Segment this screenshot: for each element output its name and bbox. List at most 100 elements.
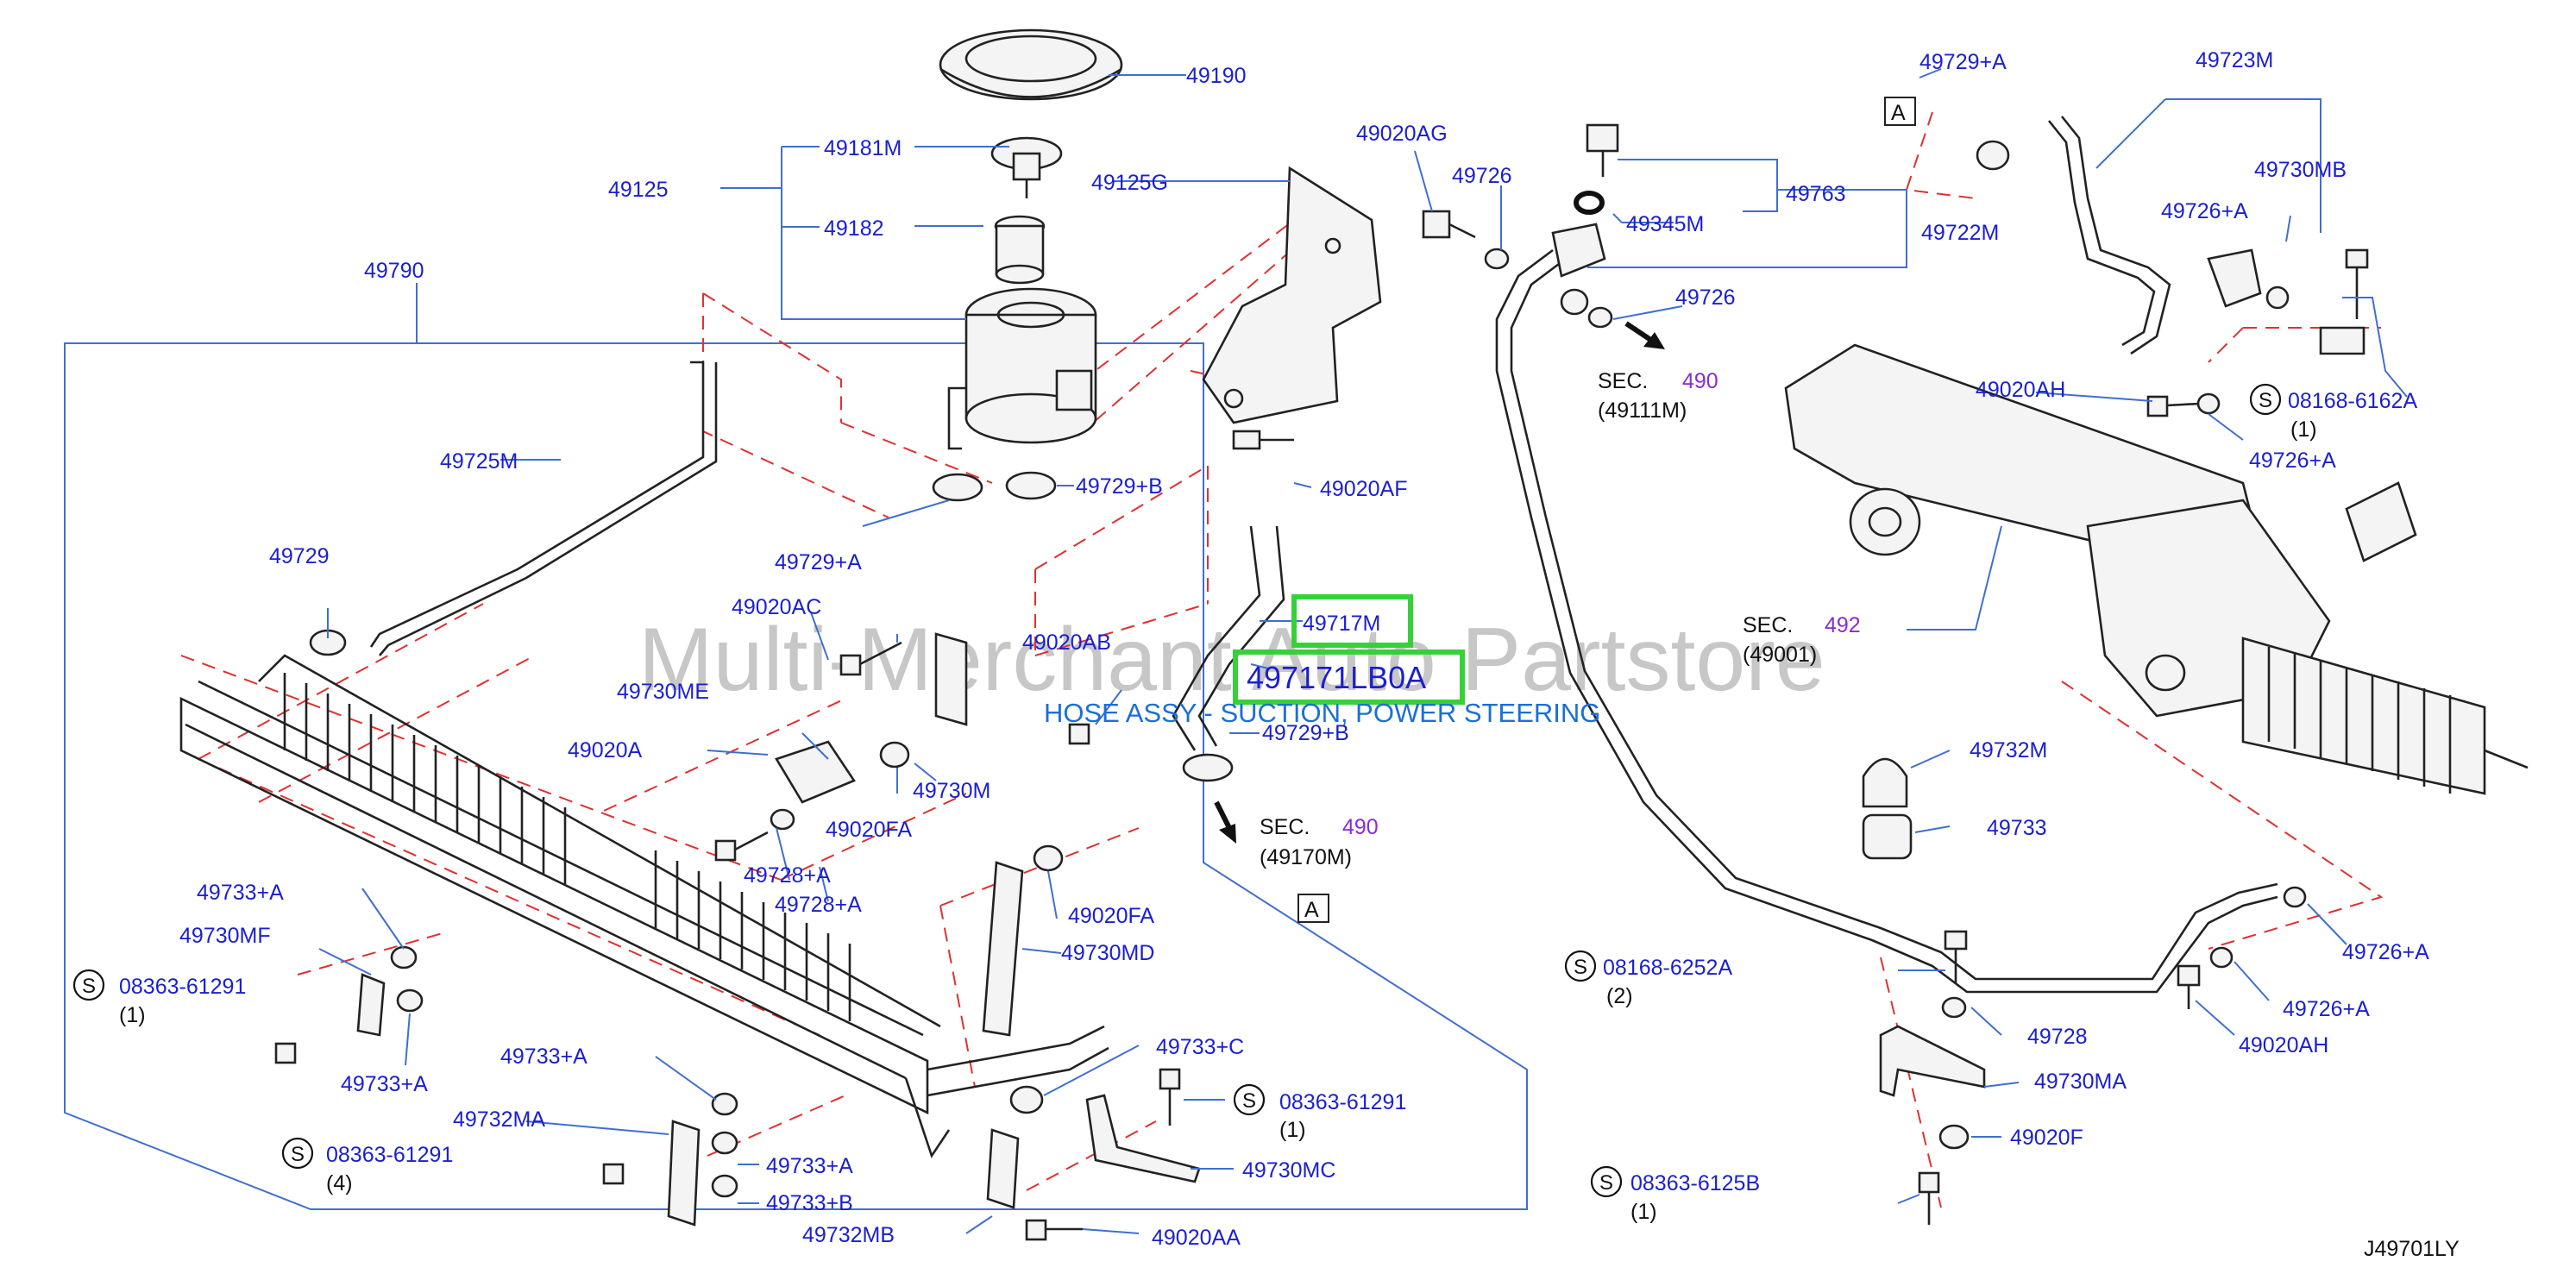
- label-49726pA-a: 49726+A: [2161, 199, 2248, 223]
- label-49726pA-b: 49726+A: [2249, 449, 2336, 473]
- qty-6162A: (1): [2290, 417, 2317, 442]
- grommet-49020FA-a: [879, 741, 910, 769]
- label-49790: 49790: [364, 259, 424, 283]
- label-49733pA-a: 49733+A: [197, 881, 284, 905]
- clamp-49729pA-return: [1976, 140, 2010, 171]
- sec-arrow-3-head: [1219, 824, 1236, 844]
- highlight-box-part-number: [1291, 594, 1413, 648]
- bracket-49730MF: [356, 945, 424, 1037]
- ref-a-upper: A: [1891, 101, 1906, 125]
- label-49730MB: 49730MB: [2254, 158, 2347, 182]
- label-49732M: 49732M: [1970, 738, 2047, 762]
- label-49730MC: 49730MC: [1242, 1158, 1335, 1183]
- label-49020AF: 49020AF: [1320, 477, 1407, 501]
- bolt-49020AB: [1068, 723, 1090, 745]
- ref-box-a-lower: [1297, 894, 1329, 923]
- screw-symbol-6162A: [2249, 383, 2282, 416]
- sec-arrow-1-head: [1643, 332, 1665, 349]
- bolt-49020AH-a: [2146, 395, 2201, 417]
- section-ref-3: SEC. 490 (49170M): [1260, 815, 1379, 869]
- screw-symbol-c-text: S: [291, 1143, 305, 1166]
- bolt-49020AG: [1422, 210, 1476, 239]
- label-08363-6125B: 08363-6125B: [1630, 1171, 1760, 1195]
- hose-49725M: [369, 361, 718, 656]
- fitting-union: [1551, 223, 1606, 316]
- label-49020A: 49020A: [568, 738, 643, 762]
- cooler-enclosure-outline: [64, 342, 1528, 1210]
- label-49729pA-b: 49729+A: [1919, 50, 2007, 74]
- label-49020AC: 49020AC: [732, 595, 821, 619]
- sec3-prefix: SEC.: [1260, 815, 1310, 839]
- label-49726pA-c: 49726+A: [2342, 940, 2429, 964]
- bolt-08363-6125B: [1918, 1171, 1940, 1225]
- label-49730ME: 49730ME: [617, 680, 709, 704]
- label-49020AB: 49020AB: [1022, 631, 1111, 655]
- qty-6125B: (1): [1630, 1200, 1657, 1224]
- sec1-ref: (49111M): [1598, 398, 1687, 423]
- label-49726-a: 49726: [1452, 164, 1512, 188]
- part-labels: 49190 49181M 49125 49182 49125G 49790 49…: [119, 48, 2429, 1250]
- bolt-49020A: [714, 831, 769, 862]
- label-49733pC: 49733+C: [1156, 1035, 1244, 1059]
- label-49020AH-a: 49020AH: [1976, 378, 2065, 402]
- label-49733pA-b: 49733+A: [341, 1072, 428, 1096]
- label-08363-61291-c: 08363-61291: [326, 1143, 453, 1167]
- bracket-49730M: [934, 632, 968, 726]
- clamp-49729pB-upper: [1005, 471, 1057, 500]
- hose-49723M: [2047, 116, 2171, 355]
- screw-symbol-6125B: [1590, 1165, 1623, 1198]
- label-49730MD: 49730MD: [1061, 941, 1154, 965]
- label-49730MF: 49730MF: [179, 924, 271, 948]
- label-49723M: 49723M: [2196, 48, 2273, 72]
- sec1-prefix: SEC.: [1598, 369, 1648, 393]
- oil-cooler-49790: [179, 654, 1109, 1158]
- sec1-number: 490: [1682, 369, 1718, 393]
- screw-symbol-b-text: S: [1242, 1089, 1256, 1113]
- label-49733pB: 49733+B: [766, 1191, 853, 1215]
- qty-61291-c: (4): [326, 1171, 353, 1195]
- label-08363-61291-b: 08363-61291: [1279, 1090, 1406, 1114]
- hose-49717M: [1172, 525, 1285, 751]
- bolt-08363-61291-c: [602, 1163, 625, 1185]
- label-49020AA: 49020AA: [1152, 1226, 1241, 1250]
- label-49729pB-a: 49729+B: [1076, 474, 1163, 499]
- bracket-49730MA: [1879, 1025, 1986, 1097]
- sec2-ref: (49001): [1743, 643, 1817, 667]
- fitting-49763: [1586, 123, 1619, 177]
- label-49730MA: 49730MA: [2034, 1070, 2127, 1094]
- ref-a-lower: A: [1304, 898, 1319, 922]
- diagram-code: J49701LY: [2364, 1237, 2460, 1261]
- bracket-49732MB: [986, 1085, 1044, 1209]
- label-49729pA-a: 49729+A: [775, 550, 862, 574]
- reservoir-cap-49190: [939, 28, 1123, 101]
- label-49732MA: 49732MA: [453, 1107, 545, 1132]
- qty-6252A: (2): [1606, 984, 1633, 1008]
- label-49733: 49733: [1987, 816, 2047, 840]
- sec2-prefix: SEC.: [1743, 613, 1793, 637]
- clamp-49729pB-lower: [1182, 753, 1234, 782]
- washer-49726pA-c: [2283, 886, 2307, 908]
- label-49125: 49125: [608, 178, 669, 202]
- screw-symbol-c: [281, 1137, 314, 1170]
- highlight-box-part-code: [1233, 649, 1465, 705]
- highlight-part-number: 49717M: [1303, 612, 1380, 636]
- highlight-description: HOSE ASSY - SUCTION, POWER STEERING: [1044, 698, 1600, 728]
- bolt-49020AF: [1232, 430, 1294, 450]
- label-08363-61291-a: 08363-61291: [119, 975, 246, 999]
- clamp-49732M: [1862, 757, 1908, 808]
- washer-49726-b: [1587, 306, 1613, 329]
- phantom-lines-rack: [1880, 111, 2384, 1208]
- sec-arrow-3: [1214, 800, 1232, 830]
- reservoir-tank-49125: [947, 287, 1097, 450]
- bolt-49020AC: [839, 641, 902, 676]
- label-49729pB-b: 49729+B: [1262, 721, 1349, 745]
- insulator-49733: [1862, 813, 1913, 860]
- label-49020AG: 49020AG: [1356, 122, 1448, 146]
- bracket-49730MD: [982, 861, 1024, 1037]
- sec3-ref: (49170M): [1260, 845, 1352, 869]
- bracket-49732MA: [667, 1092, 738, 1227]
- grommet-49020FA-b: [1033, 844, 1064, 872]
- hose-49722M: [1495, 248, 2278, 994]
- highlight-part-code: 497171LB0A: [1247, 660, 1426, 695]
